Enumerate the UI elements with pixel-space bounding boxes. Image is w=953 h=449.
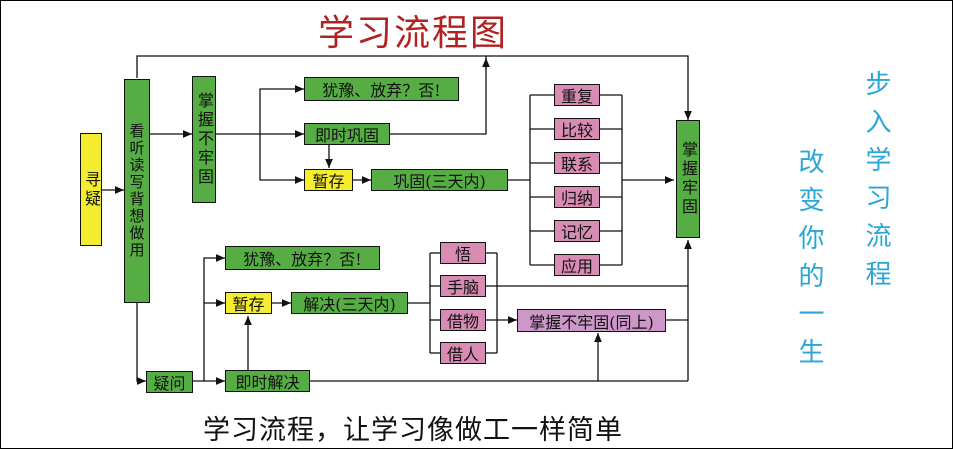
node-kan-ting: 看听读写背想做用 (124, 79, 150, 303)
footer-caption: 学习流程，让学习像做工一样简单 (203, 415, 623, 446)
node-ji-yi: 记忆 (554, 220, 600, 242)
node-zhang-wo-lao: 掌握牢固 (676, 120, 700, 238)
node-chong-fu: 重复 (554, 84, 600, 106)
side-text-col1: 步入学习流程 (861, 70, 891, 298)
node-you-yu-top: 犹豫、放弃？否! (304, 77, 459, 101)
node-ji-shi-jie-jue: 即时解决 (225, 370, 310, 392)
node-jie-jue-san: 解决(三天内) (291, 292, 408, 314)
node-jie-ren: 借人 (440, 342, 486, 364)
node-gong-gu-san: 巩固(三天内) (371, 169, 508, 191)
node-ying-yong: 应用 (554, 254, 600, 276)
node-zhang-wo-bu-lao: 掌握不牢固 (192, 76, 216, 203)
node-zan-cun-bottom: 暂存 (225, 292, 272, 314)
node-lian-xi: 联系 (554, 152, 600, 174)
side-text-col2: 改变你的一生 (794, 148, 824, 376)
diagram-title: 学习流程图 (318, 13, 509, 54)
node-ji-shi-gong-gu: 即时巩固 (304, 123, 390, 145)
node-yi-wen: 疑问 (146, 371, 193, 393)
node-bi-jiao: 比较 (554, 118, 600, 140)
node-bu-lao-tong-shang: 掌握不牢固(同上) (517, 309, 666, 332)
node-wu: 悟 (440, 242, 486, 264)
node-gui-na: 归纳 (554, 186, 600, 208)
node-shou-nao: 手脑 (440, 275, 486, 297)
node-xun-yi: 寻疑 (80, 133, 102, 246)
node-you-yu-bottom: 犹豫、放弃？否! (225, 246, 380, 270)
node-zan-cun-top: 暂存 (304, 169, 353, 191)
node-jie-wu: 借物 (440, 309, 486, 331)
